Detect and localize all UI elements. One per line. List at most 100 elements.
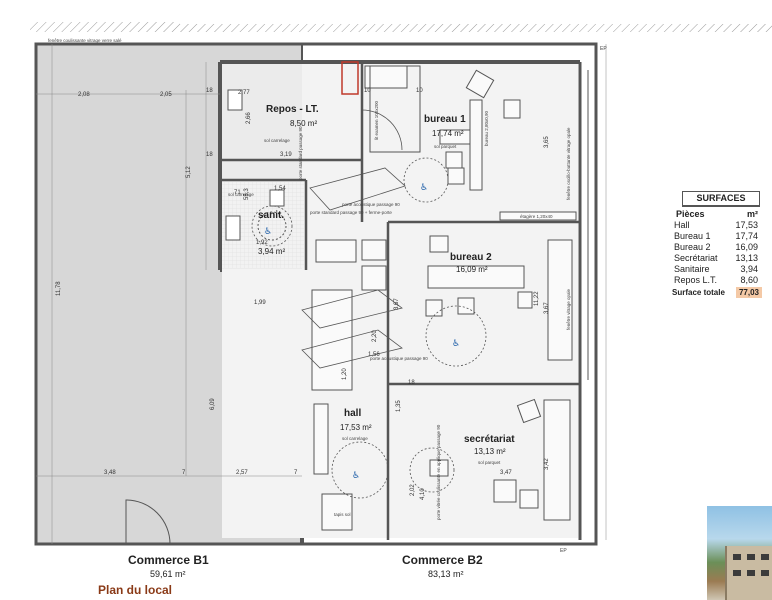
legend-col-unit: m² — [747, 209, 758, 219]
room-sanit-area: 3,94 m² — [258, 247, 285, 256]
room-hall-area: 17,53 m² — [340, 423, 372, 432]
room-secretariat-name: secrétariat — [464, 434, 515, 445]
svg-text:♿: ♿ — [264, 227, 272, 237]
svg-text:♿: ♿ — [420, 183, 428, 193]
legend-col-room: Pièces — [676, 209, 705, 219]
dim-4-10: 4,10 — [420, 488, 426, 500]
note-porte-acoustique-1: porte acoustique passage 90 — [342, 202, 400, 207]
commerce-b2-area-label: 83,13 m² — [428, 569, 464, 579]
top-hatch-left — [30, 22, 180, 32]
legend-row-label: Sanitaire — [674, 264, 710, 274]
legend-row-value: 8,60 — [740, 275, 758, 285]
legend-row: Sanitaire 3,94 — [672, 264, 762, 275]
dim-18-a: 18 — [206, 88, 213, 94]
commerce-b1-name: Commerce B1 — [128, 553, 209, 567]
dim-3-67-a: 3,67 — [394, 298, 400, 310]
legend-row: Hall 17,53 — [672, 220, 762, 231]
legend-row-label: Bureau 2 — [674, 242, 711, 252]
legend-row-value: 3,94 — [740, 264, 758, 274]
dim-11-22: 11,22 — [534, 291, 540, 306]
legend-row-label: Secrétariat — [674, 253, 718, 263]
legend-row-label: Hall — [674, 220, 690, 230]
room-hall-name: hall — [344, 408, 361, 419]
legend-row: Secrétariat 13,13 — [672, 253, 762, 264]
commerce-b1-area-label: 59,61 m² — [150, 569, 186, 579]
dim-2-66: 2,66 — [246, 112, 252, 124]
building-photo — [707, 506, 772, 600]
room-bureau2-area: 16,09 m² — [456, 265, 488, 274]
building-shape — [725, 546, 772, 600]
legend-total-value: 77,03 — [735, 287, 762, 298]
legend-total-label: Surface totale — [672, 288, 725, 297]
dim-3-48: 3,48 — [104, 470, 116, 476]
dim-18-b: 18 — [206, 152, 213, 158]
note-porte-vitree: porte vitrée coulissante en applique pas… — [436, 424, 441, 520]
legend-row: Bureau 2 16,09 — [672, 242, 762, 253]
legend-row: Bureau 1 17,74 — [672, 231, 762, 242]
dim-1-99: 1,99 — [254, 300, 266, 306]
note-porte-acoustique-2: porte acoustique passage 90 — [370, 356, 428, 361]
room-bureau1-floor: sol parquet — [434, 144, 457, 149]
dim-71: 71 — [234, 190, 241, 196]
legend-row-label: Bureau 1 — [674, 231, 711, 241]
legend-row-value: 16,09 — [735, 242, 758, 252]
legend-row-value: 13,13 — [735, 253, 758, 263]
dim-2-05: 2,05 — [160, 92, 172, 98]
dim-2-08: 2,08 — [78, 92, 90, 98]
dim-55-3: 55,3 — [244, 188, 250, 200]
dim-3-42: 3,42 — [544, 458, 550, 470]
legend-row-value: 17,74 — [735, 231, 758, 241]
room-bureau1-name: bureau 1 — [424, 114, 466, 125]
surfaces-legend: SURFACES Pièces m² Hall 17,53 Bureau 1 17,… — [672, 191, 762, 298]
dim-3-65: 3,65 — [544, 136, 550, 148]
dim-7-b: 7 — [294, 470, 298, 476]
dim-2-20: 2,20 — [372, 330, 378, 342]
legend-header: Pièces m² — [672, 209, 762, 220]
room-bureau2-name: bureau 2 — [450, 252, 492, 263]
dim-2-77: 2,77 — [238, 90, 250, 96]
legend-title: SURFACES — [682, 191, 760, 207]
dim-11-78: 11,78 — [56, 281, 62, 296]
svg-text:♿: ♿ — [352, 471, 360, 481]
room-secretariat-floor: sol parquet — [478, 460, 501, 465]
room-repos-name: Repos - LT. — [266, 104, 319, 115]
dim-3-67-b: 3,67 — [544, 302, 550, 314]
room-sanit-name: sanit. — [258, 210, 284, 221]
legend-row: Repos L.T. 8,60 — [672, 275, 762, 286]
top-hatch — [180, 24, 772, 32]
room-repos-floor: sol carrelage — [264, 138, 290, 143]
dim-2-02: 2,02 — [410, 484, 416, 496]
dim-10-a: 10 — [364, 88, 371, 94]
commerce-b1-caption: Commerce B1 59,61 m² Plan du local — [98, 553, 258, 597]
dim-1-35: 1,35 — [396, 400, 402, 412]
note-bureau-dim: bureau 2,80x0,90 — [484, 110, 489, 146]
note-porte-standard-vertical: porte standard passage 90 — [298, 126, 303, 180]
commerce-b2-caption: Commerce B2 83,13 m² — [398, 553, 518, 579]
note-etagere: étagère 1,20x40 — [520, 214, 553, 219]
room-secretariat-area: 13,13 m² — [474, 447, 506, 456]
legend-row-value: 17,53 — [735, 220, 758, 230]
note-lit: lit examen 100x200 — [374, 100, 379, 140]
dim-1-92: 1,92 — [256, 240, 268, 246]
room-sanit-floor: sol carrelage — [228, 192, 254, 197]
dim-3-47: 3,47 — [500, 470, 512, 476]
dim-7-a: 7 — [182, 470, 186, 476]
legend-total: Surface totale 77,03 — [672, 287, 762, 298]
dim-18-c: 18 — [408, 380, 415, 386]
legend-row-label: Repos L.T. — [674, 275, 718, 285]
room-repos-area: 8,50 m² — [290, 119, 317, 128]
room-bureau1-area: 17,74 m² — [432, 129, 464, 138]
dim-1-54: 1,54 — [274, 186, 286, 192]
note-fenetre-right: fenêtre oscillo-battante vitrage opale — [566, 127, 571, 200]
room-hall-floor: sol carrelage — [342, 436, 368, 441]
svg-text:♿: ♿ — [452, 339, 460, 349]
dim-6-09: 6,09 — [210, 398, 216, 410]
ep-label-top: EP — [600, 46, 607, 52]
note-porte-standard: porte standard passage 90 + ferme-porte — [310, 210, 392, 215]
dim-1-20: 1,20 — [342, 368, 348, 380]
dim-2-57: 2,57 — [236, 470, 248, 476]
dim-5-12: 5,12 — [186, 166, 192, 178]
plan-label: Plan du local — [98, 583, 173, 597]
note-fenetre-right-2: fenêtre vitrage opale — [566, 288, 571, 330]
